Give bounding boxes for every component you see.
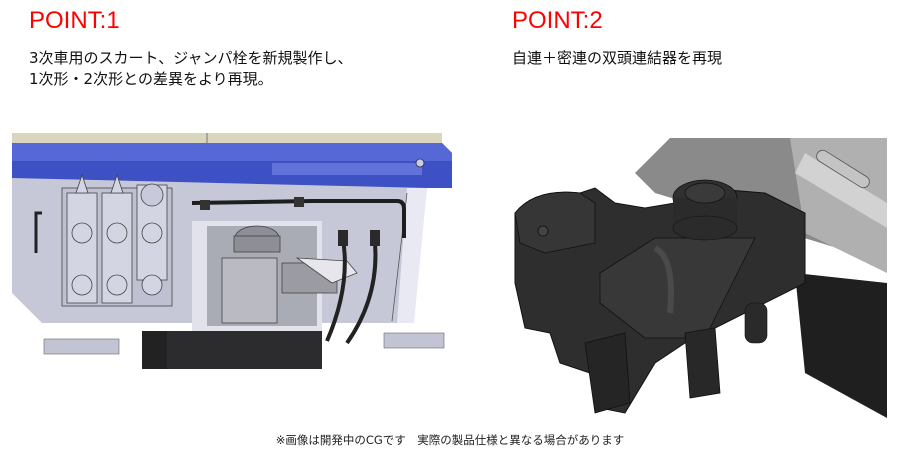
point-2-title: POINT:2 <box>512 7 603 34</box>
point-1-description-line-2: 1次形・2次形との差異をより再現。 <box>29 70 273 88</box>
point-1-description-line-1: 3次車用のスカート、ジャンパ栓を新規製作し、 <box>29 49 353 67</box>
disclaimer-footnote: ※画像は開発中のCGです 実際の製品仕様と異なる場合があります <box>275 433 625 447</box>
point-1-title: POINT:1 <box>29 7 120 34</box>
point-2-description-line-1: 自連＋密連の双頭連結器を再現 <box>512 49 723 67</box>
point-1-figure-skirt-render <box>12 133 452 381</box>
point-1-description: 3次車用のスカート、ジャンパ栓を新規製作し、 1次形・2次形との差異をより再現。 <box>29 48 353 90</box>
point-2-figure-coupler-render <box>505 133 887 418</box>
point-2-description: 自連＋密連の双頭連結器を再現 <box>512 48 722 69</box>
